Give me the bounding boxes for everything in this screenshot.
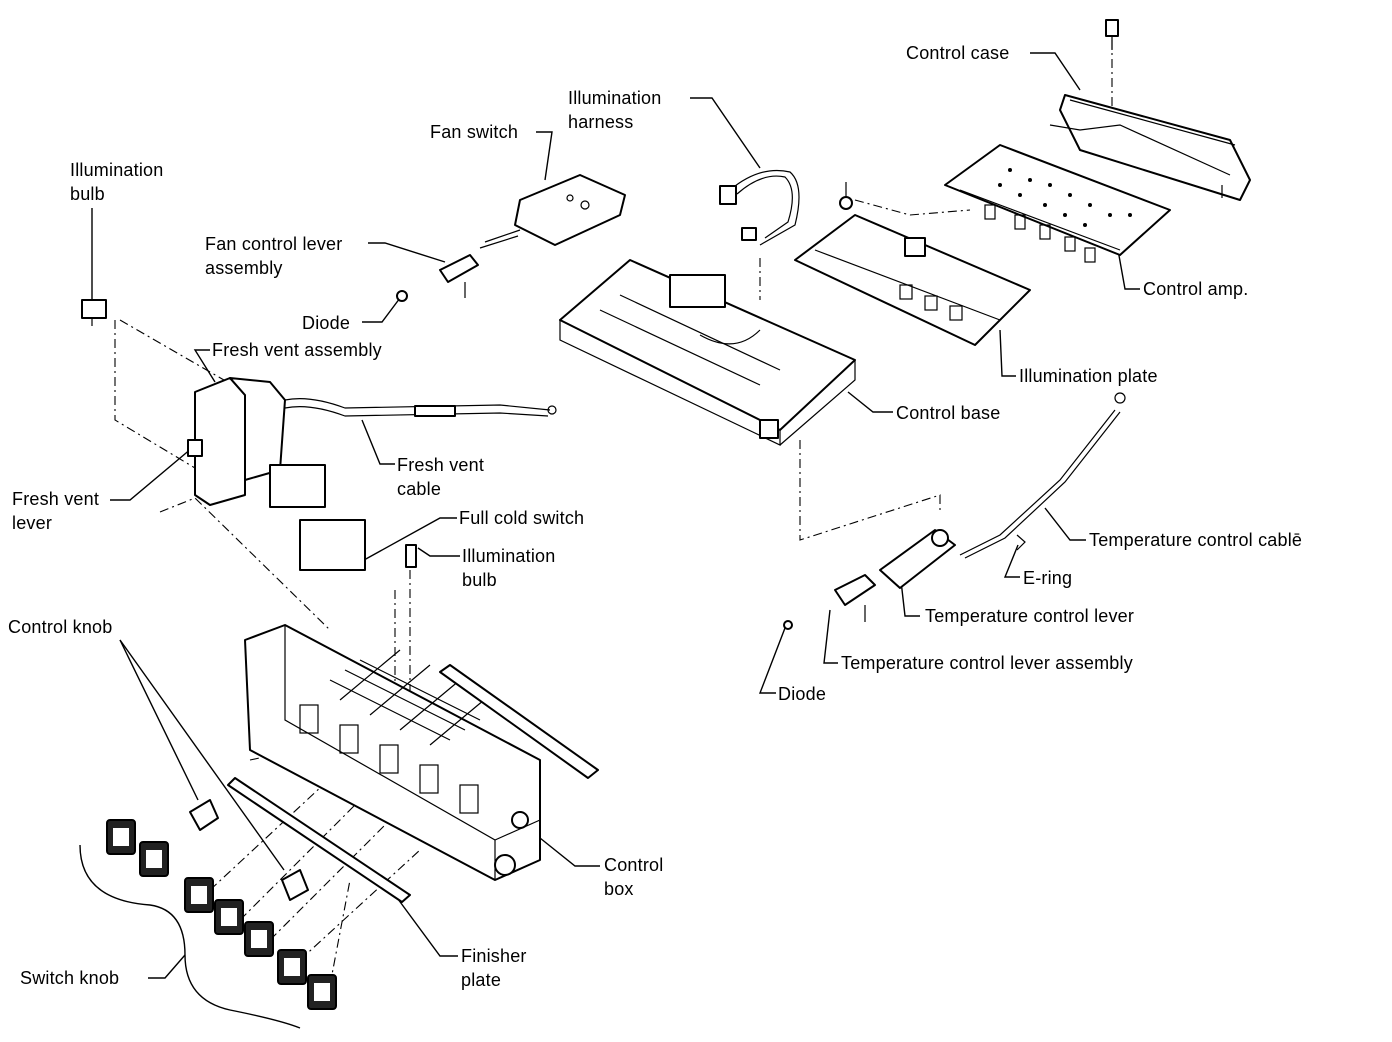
label-illumination-harness: Illumination harness: [568, 88, 662, 132]
label-control-box: Control box: [604, 855, 664, 899]
label-e-ring: E-ring: [1023, 568, 1073, 588]
label-fresh-vent-assembly: Fresh vent assembly: [212, 340, 382, 360]
label-fresh-vent-cable: Fresh vent cable: [397, 455, 485, 499]
label-full-cold-switch: Full cold switch: [459, 508, 585, 528]
control-base-part: [559, 259, 856, 446]
temperature-control-lever-part: [783, 529, 956, 630]
label-temperature-control-cable: Temperature control cablē: [1089, 530, 1303, 550]
label-switch-knob: Switch knob: [20, 968, 120, 988]
label-control-amp: Control amp.: [1143, 279, 1249, 299]
control-box-part: [244, 624, 599, 881]
illumination-bulb-mid-part: [405, 544, 417, 568]
fan-switch-part: [479, 174, 626, 249]
label-control-case: Control case: [906, 43, 1010, 63]
switch-knob-bracket: [79, 844, 301, 1029]
control-amp-part: [944, 144, 1171, 263]
illumination-harness-part: [719, 169, 800, 246]
label-fan-switch: Fan switch: [430, 122, 519, 142]
control-case-part: [1049, 19, 1251, 201]
illumination-bulb-top-part: [81, 299, 107, 326]
label-fresh-vent-lever: Fresh vent lever: [12, 489, 100, 533]
e-ring-part: [1016, 534, 1026, 551]
label-illumination-bulb-top: Illumination bulb: [70, 160, 164, 204]
illumination-plate-part: [794, 182, 1031, 346]
label-temperature-control-lever-assembly: Temperature control lever assembly: [841, 653, 1133, 673]
label-control-knob: Control knob: [8, 617, 113, 637]
label-control-base: Control base: [896, 403, 1001, 423]
label-finisher-plate: Finisher plate: [461, 946, 527, 990]
label-fan-control-lever-assembly: Fan control lever assembly: [205, 234, 343, 278]
label-illumination-bulb-mid: Illumination bulb: [462, 546, 556, 590]
label-illumination-plate: Illumination plate: [1019, 366, 1158, 386]
switch-knob-parts: [106, 819, 337, 1010]
fan-control-lever-part: [396, 254, 479, 302]
label-diode-top: Diode: [302, 313, 351, 333]
finisher-plate-part: [227, 777, 411, 903]
label-diode-bottom: Diode: [778, 684, 827, 704]
fresh-vent-assembly-part: [187, 377, 557, 571]
control-knob-parts: [189, 799, 309, 901]
label-temperature-control-lever: Temperature control lever: [925, 606, 1135, 626]
temperature-control-cable-part: [959, 392, 1126, 559]
leader-lines: [91, 52, 1140, 979]
